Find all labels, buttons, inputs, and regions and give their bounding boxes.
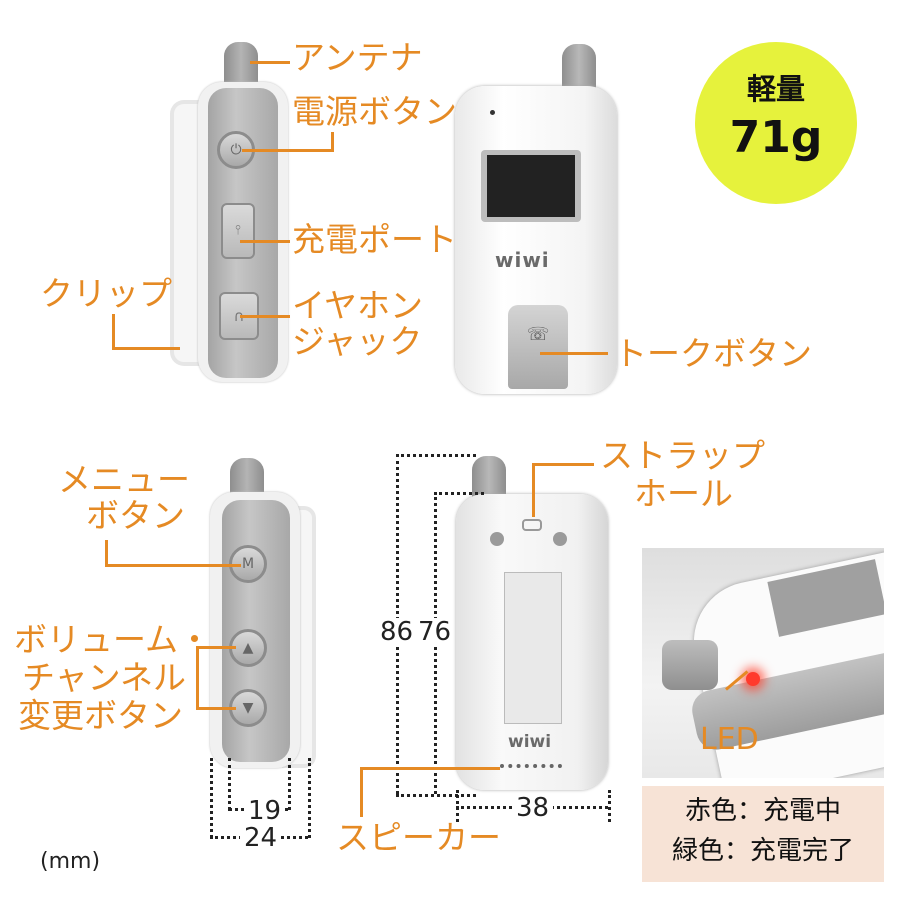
led-status-box xyxy=(642,786,884,882)
led-status-complete: 緑色：充電完了 xyxy=(671,836,854,866)
dim-depth-right2 xyxy=(308,758,311,838)
leader-charge-port xyxy=(240,240,290,243)
speaker-grille xyxy=(500,764,562,773)
led-status-charging: 赤色：充電中 xyxy=(684,796,841,826)
dim-86-bottom xyxy=(396,794,476,797)
label-volume-3: 変更ボタン xyxy=(18,696,183,735)
label-menu-button-2: ボタン xyxy=(86,496,185,535)
label-strap-hole-1: ストラップ xyxy=(600,436,765,475)
charge-port: ⫯ xyxy=(221,203,255,259)
leader-strap-h xyxy=(532,463,594,466)
dim-24-label: 24 xyxy=(240,824,282,852)
label-charge-port: 充電ポート xyxy=(292,220,457,259)
leader-power-button-v xyxy=(331,132,334,152)
label-earphone-jack-1: イヤホン xyxy=(292,286,424,325)
led-device-antenna xyxy=(662,640,718,690)
leader-speaker-h xyxy=(360,767,500,770)
lcd-screen xyxy=(481,150,581,222)
talk-button[interactable]: ☏ xyxy=(508,305,568,389)
label-clip: クリップ xyxy=(40,274,172,313)
brand-logo: wiwi xyxy=(495,248,550,272)
dim-86-label: 86 xyxy=(380,617,414,647)
weight-badge-title: 軽量 xyxy=(746,72,805,106)
leader-menu-h xyxy=(105,564,241,567)
leader-menu-v xyxy=(105,540,108,567)
dim-38-right xyxy=(608,790,611,822)
label-volume-1: ボリューム・ xyxy=(14,620,212,659)
label-menu-button-1: メニュー xyxy=(58,460,190,499)
dim-depth-left xyxy=(210,758,213,838)
leader-power-button xyxy=(242,149,334,152)
unit-label: (mm) xyxy=(40,849,101,874)
label-antenna: アンテナ xyxy=(292,38,423,77)
screw-left xyxy=(490,532,504,546)
strap-hole xyxy=(522,519,542,531)
lcd-display xyxy=(487,155,575,217)
mic-hole xyxy=(490,110,495,115)
leader-strap-v xyxy=(532,463,535,517)
dim-19-label: 19 xyxy=(244,797,286,825)
leader-speaker-v xyxy=(360,767,363,817)
dim-38-label: 38 xyxy=(512,794,554,822)
dim-76-label: 76 xyxy=(418,617,452,647)
label-led: LED xyxy=(700,722,759,757)
leader-volume-v xyxy=(196,646,199,710)
product-label xyxy=(504,572,562,724)
dim-76-top xyxy=(434,492,484,495)
leader-volume-h1 xyxy=(196,646,236,649)
label-earphone-jack-2: ジャック xyxy=(292,322,423,361)
leader-volume-h2 xyxy=(196,707,236,710)
led-photo xyxy=(642,548,884,778)
leader-clip-v xyxy=(112,314,115,350)
menu-button[interactable]: M xyxy=(229,545,267,583)
weight-badge xyxy=(695,42,857,204)
leader-clip-h xyxy=(112,347,180,350)
leader-earphone-jack xyxy=(240,315,290,318)
label-talk-button: トークボタン xyxy=(614,334,812,373)
weight-badge-value: 71g xyxy=(729,112,823,163)
label-speaker: スピーカー xyxy=(336,818,501,857)
label-strap-hole-2: ホール xyxy=(634,474,733,513)
label-power-button: 電源ボタン xyxy=(292,92,457,131)
dim-depth-right1 xyxy=(288,758,291,810)
screw-right xyxy=(553,532,567,546)
dim-86-top xyxy=(396,454,476,457)
leader-talk-button xyxy=(540,352,608,355)
led-light xyxy=(746,672,760,686)
brand-logo-back: wiwi xyxy=(508,732,552,752)
leader-antenna xyxy=(250,61,290,64)
label-volume-2: チャンネル xyxy=(22,658,187,697)
dim-depth-mid xyxy=(228,758,231,810)
